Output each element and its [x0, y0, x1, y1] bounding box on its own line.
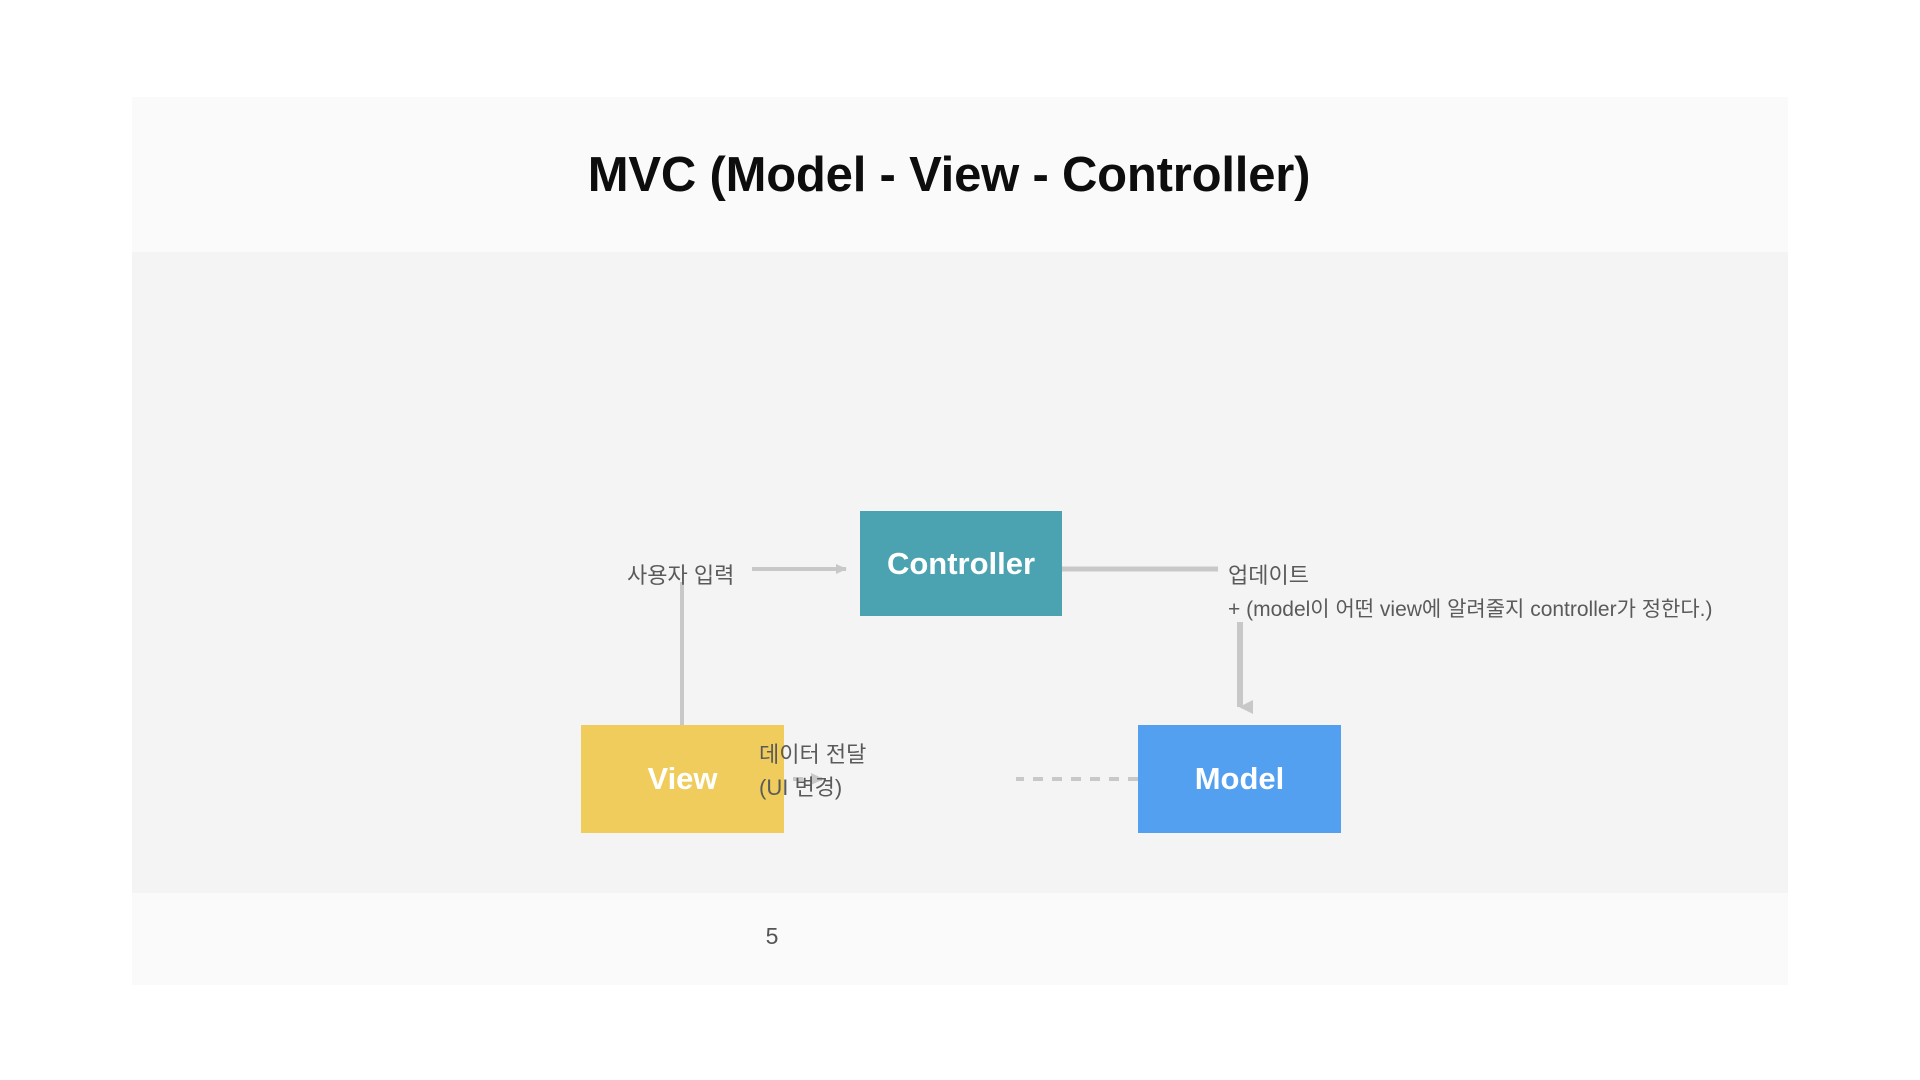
edge-label-update: 업데이트 — [1228, 563, 1309, 588]
edge-label-update-note: + (model이 어떤 view에 알려줄지 controller가 정한다.… — [1228, 598, 1713, 621]
node-view-label: View — [647, 761, 718, 796]
edge-label-data-transfer: 데이터 전달 — [759, 742, 867, 767]
slide-card: MVC (Model - View - Controller) — [132, 97, 1788, 985]
edge-label-user-input: 사용자 입력 — [627, 563, 735, 588]
node-controller-label: Controller — [886, 545, 1036, 581]
slide-body: Controller View Model 사용자 입력 업데이트 + (mod… — [132, 252, 1788, 893]
slide-footer: 5 — [132, 893, 1788, 985]
page-title: MVC (Model - View - Controller) — [587, 147, 1311, 202]
edge-label-ui-change: (UI 변경) — [759, 775, 843, 800]
page-number: 5 — [765, 923, 779, 949]
slide-header: MVC (Model - View - Controller) — [132, 97, 1788, 252]
node-view[interactable]: View — [581, 725, 784, 833]
node-controller[interactable]: Controller — [860, 511, 1062, 616]
node-model-label: Model — [1194, 761, 1285, 796]
mvc-diagram: Controller View Model 사용자 입력 업데이트 + (mod… — [132, 252, 1788, 893]
node-model[interactable]: Model — [1138, 725, 1341, 833]
